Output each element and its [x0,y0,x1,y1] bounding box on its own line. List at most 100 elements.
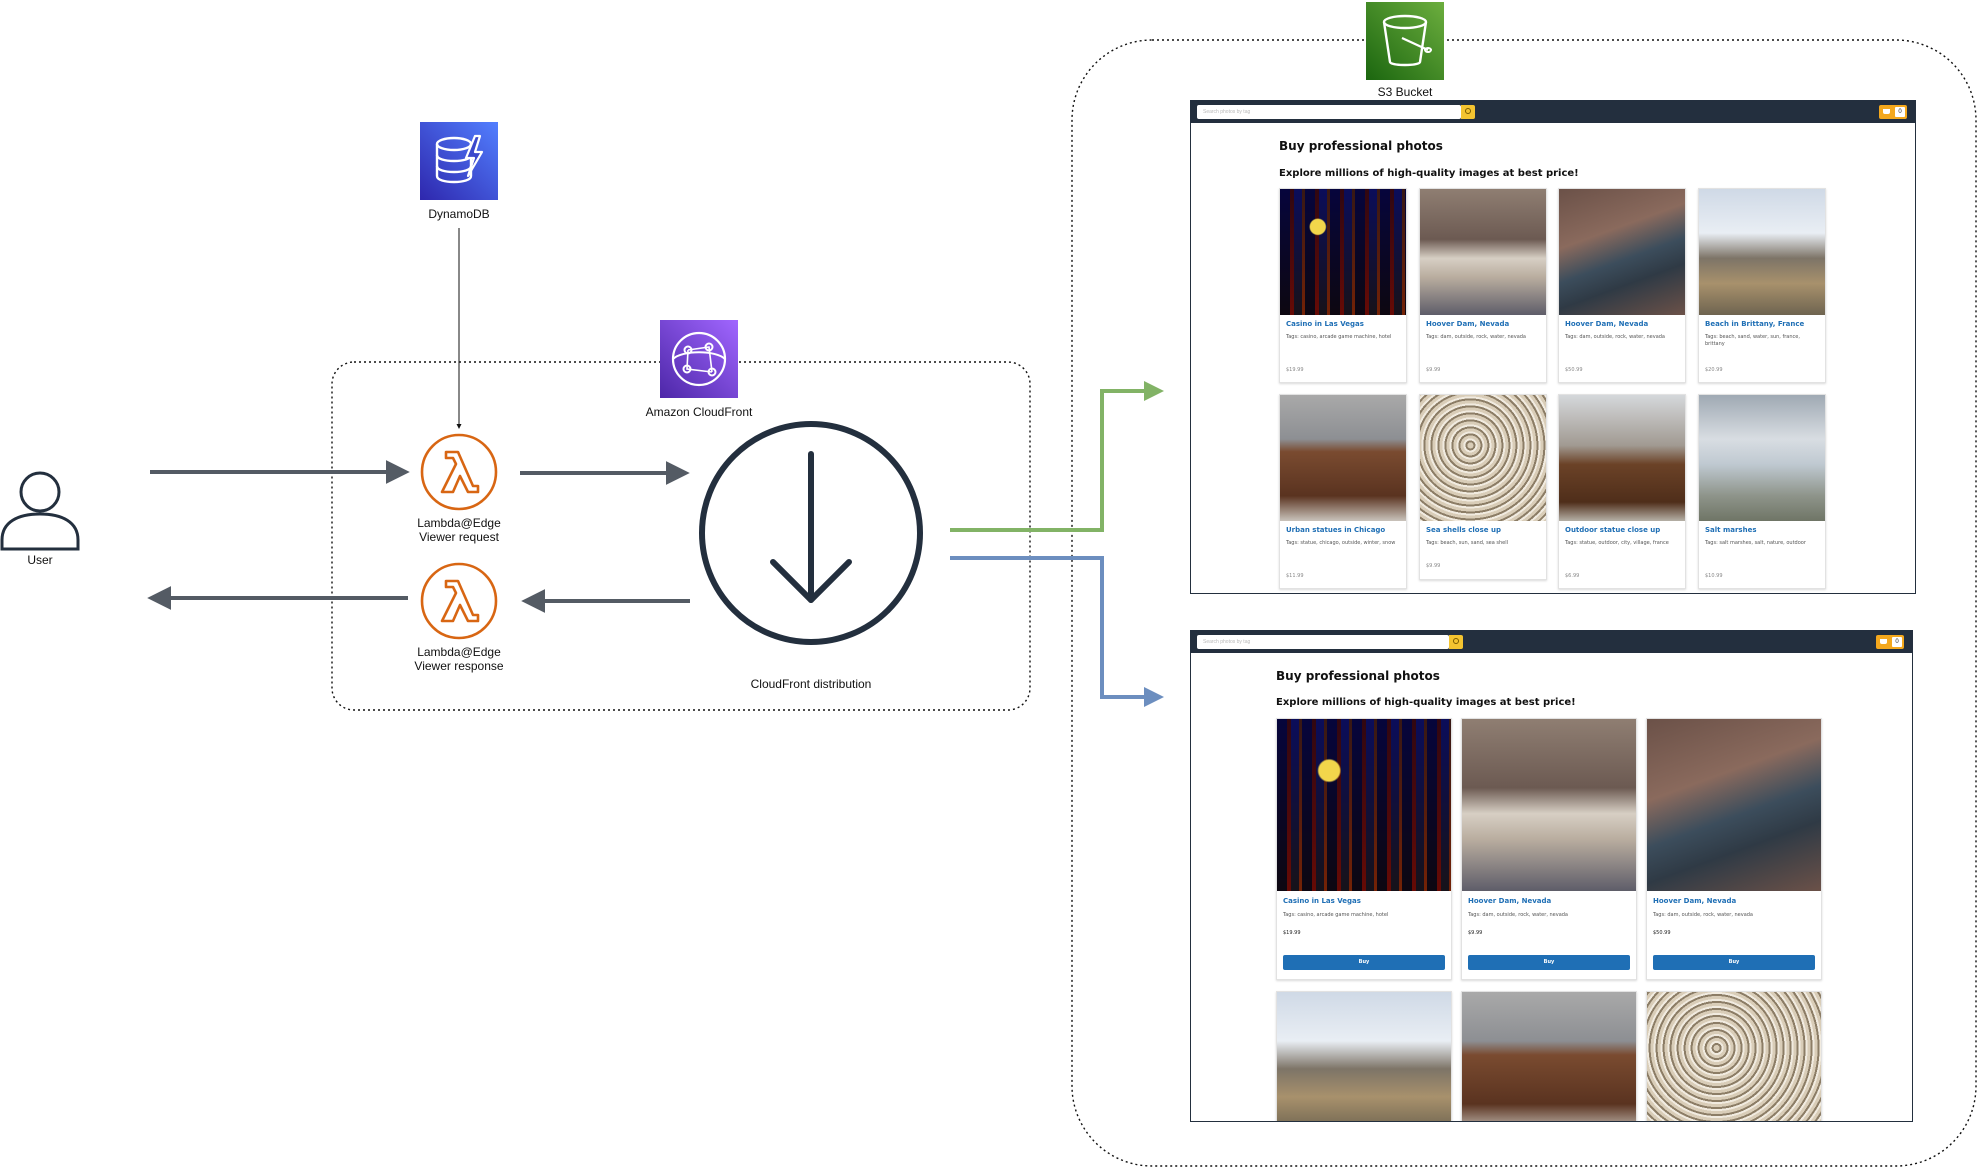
user-label: User [27,553,53,567]
photo-card[interactable]: Urban statues in Chicago Tags: statue, c… [1279,394,1407,589]
photo-title[interactable]: Casino in Las Vegas [1283,897,1361,905]
cloudfront-icon [660,320,738,398]
photo-image[interactable] [1559,395,1685,521]
lambda-response-label-1: Lambda@Edge [417,645,501,659]
photo-title[interactable]: Outdoor statue close up [1565,526,1661,534]
photo-tags: Tags: beach, sand, water, sun, france, b… [1705,334,1800,347]
photo-card[interactable]: Hoover Dam, Nevada Tags: dam, outside, r… [1461,718,1637,980]
s3-group-border [1071,39,1977,1167]
photo-image[interactable] [1420,189,1546,315]
photo-image[interactable] [1699,189,1825,315]
cart-count: 0 [1895,107,1905,117]
s3-bucket-icon [1366,2,1444,80]
photo-title[interactable]: Sea shells close up [1426,526,1501,534]
page-subtitle: Explore millions of high-quality images … [1279,168,1579,179]
green-route-arrow [950,381,1164,532]
website-screenshot-b: Search photos by tag 0 Buy professional … [1190,630,1913,1122]
photo-card[interactable]: Beach in Brittany, France Tags: beach, s… [1698,188,1826,383]
cart-button[interactable]: 0 [1879,105,1907,119]
photo-tags: Tags: salt marshes, salt, nature, outdoo… [1705,540,1806,546]
buy-button[interactable]: Buy [1468,955,1630,970]
photo-card[interactable] [1276,991,1452,1121]
photo-image[interactable] [1559,189,1685,315]
photo-title[interactable]: Beach in Brittany, France [1705,320,1805,328]
photo-image[interactable] [1420,395,1546,521]
photo-card[interactable] [1461,991,1637,1121]
photo-card[interactable]: Casino in Las Vegas Tags: casino, arcade… [1276,718,1452,980]
page-title: Buy professional photos [1276,669,1440,683]
lambda-request-icon [420,433,498,511]
s3-bucket-label: S3 Bucket [1377,85,1433,99]
cloudfront-label: Amazon CloudFront [645,405,753,419]
photo-image[interactable] [1462,719,1636,891]
photo-price: $9.99 [1468,930,1483,936]
photo-card[interactable]: Hoover Dam, Nevada Tags: dam, outside, r… [1419,188,1547,383]
photo-price: $11.99 [1286,573,1304,579]
buy-button[interactable]: Buy [1653,955,1815,970]
photo-title[interactable]: Urban statues in Chicago [1286,526,1386,534]
cart-button[interactable]: 0 [1876,635,1904,649]
photo-tags: Tags: dam, outside, rock, water, nevada [1565,334,1665,340]
blue-route-arrow [950,556,1164,707]
photo-title[interactable]: Hoover Dam, Nevada [1468,897,1552,905]
lambda-response-label-2: Viewer response [414,659,504,673]
photo-price: $19.99 [1283,930,1301,936]
photo-image[interactable] [1647,719,1821,891]
photo-price: $10.99 [1705,573,1723,579]
search-input[interactable]: Search photos by tag [1197,635,1449,649]
photo-card[interactable]: Hoover Dam, Nevada Tags: dam, outside, r… [1558,188,1686,383]
photo-price: $9.99 [1426,563,1441,569]
photo-title[interactable]: Hoover Dam, Nevada [1426,320,1510,328]
photo-tags: Tags: beach, sun, sand, sea shell [1426,540,1509,546]
photo-tags: Tags: dam, outside, rock, water, nevada [1426,334,1526,340]
lambda-response-icon [420,562,498,640]
photo-card[interactable] [1646,991,1822,1121]
photo-price: $50.99 [1653,930,1671,936]
photo-image[interactable] [1277,992,1451,1121]
photo-title[interactable]: Hoover Dam, Nevada [1565,320,1649,328]
photo-price: $9.99 [1426,367,1441,373]
photo-title[interactable]: Hoover Dam, Nevada [1653,897,1737,905]
photo-card[interactable]: Hoover Dam, Nevada Tags: dam, outside, r… [1646,718,1822,980]
photo-tags: Tags: casino, arcade game machine, hotel [1283,912,1389,918]
lambda-request-label-2: Viewer request [419,530,499,544]
photo-price: $6.99 [1565,573,1580,579]
photo-image[interactable] [1280,395,1406,521]
navbar: Search photos by tag 0 [1191,631,1912,653]
photo-tags: Tags: dam, outside, rock, water, nevada [1653,912,1753,918]
user-icon [0,471,80,551]
photo-price: $20.99 [1705,367,1723,373]
photo-price: $50.99 [1565,367,1583,373]
download-arrow-icon [699,421,923,645]
photo-tags: Tags: dam, outside, rock, water, nevada [1468,912,1568,918]
distribution-label: CloudFront distribution [750,677,872,691]
buy-button[interactable]: Buy [1283,955,1445,970]
cart-icon [1883,109,1890,114]
photo-image[interactable] [1647,992,1821,1121]
photo-title[interactable]: Salt marshes [1705,526,1757,534]
website-screenshot-a: Search photos by tag 0 Buy professional … [1190,100,1916,594]
dynamodb-label: DynamoDB [428,207,490,221]
cart-count: 0 [1892,637,1902,647]
search-button[interactable] [1461,105,1475,119]
search-button[interactable] [1449,635,1463,649]
photo-image[interactable] [1277,719,1451,891]
photo-card[interactable]: Casino in Las Vegas Tags: casino, arcade… [1279,188,1407,383]
photo-image[interactable] [1699,395,1825,521]
photo-image[interactable] [1280,189,1406,315]
photo-title[interactable]: Casino in Las Vegas [1286,320,1364,328]
photo-card[interactable]: Outdoor statue close up Tags: statue, ou… [1558,394,1686,589]
page-title: Buy professional photos [1279,139,1443,153]
lambda-request-label-1: Lambda@Edge [417,516,501,530]
navbar: Search photos by tag 0 [1191,101,1915,123]
photo-card[interactable]: Sea shells close up Tags: beach, sun, sa… [1419,394,1547,580]
page-subtitle: Explore millions of high-quality images … [1276,697,1576,708]
search-input[interactable]: Search photos by tag [1197,105,1461,119]
photo-card[interactable]: Salt marshes Tags: salt marshes, salt, n… [1698,394,1826,589]
cart-icon [1880,639,1887,644]
photo-image[interactable] [1462,992,1636,1121]
photo-tags: Tags: statue, chicago, outside, winter, … [1286,540,1396,546]
photo-price: $19.99 [1286,367,1304,373]
dynamodb-icon [420,122,498,200]
photo-tags: Tags: casino, arcade game machine, hotel [1286,334,1392,340]
